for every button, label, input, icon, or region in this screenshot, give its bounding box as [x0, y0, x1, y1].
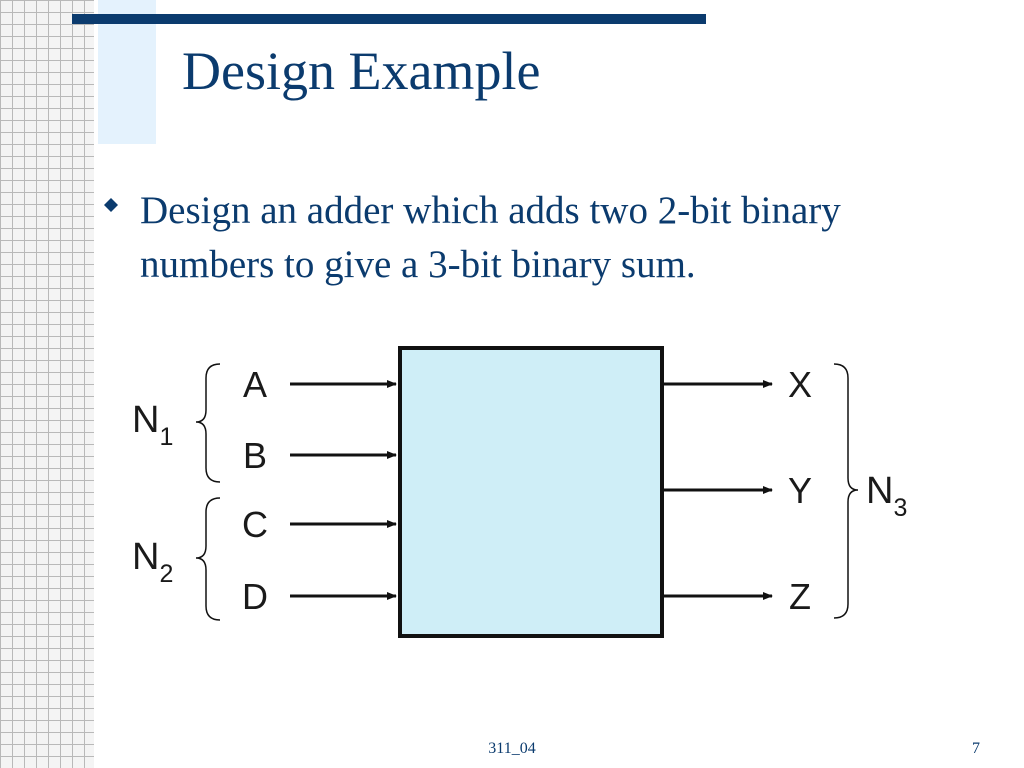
- input-label-b: B: [243, 435, 267, 476]
- output-label-z: Z: [789, 576, 811, 617]
- brace-n1: [195, 363, 221, 483]
- title-accent-bar: [72, 14, 706, 24]
- group-label-n1-sub: 1: [159, 423, 173, 451]
- input-label-c: C: [242, 504, 268, 545]
- footer-page-number: 7: [972, 740, 980, 757]
- adder-box: [398, 346, 664, 638]
- group-label-n1: N1: [132, 399, 173, 451]
- output-label-x: X: [788, 364, 812, 405]
- title-accent-block: [98, 0, 156, 144]
- group-label-n2-sub: 2: [159, 560, 173, 588]
- group-label-n3-main: N: [866, 470, 893, 512]
- footer-course-code: 311_04: [488, 740, 536, 757]
- slide-title: Design Example: [182, 41, 541, 101]
- group-label-n2-main: N: [132, 536, 159, 578]
- group-label-n1-main: N: [132, 399, 159, 441]
- diamond-bullet-icon: [104, 198, 118, 212]
- grid-background-strip: [0, 0, 94, 768]
- bullet-text: Design an adder which adds two 2-bit bin…: [140, 189, 841, 286]
- output-label-y: Y: [788, 470, 812, 511]
- brace-n2: [195, 497, 221, 621]
- group-label-n2: N2: [132, 536, 173, 588]
- brace-n3: [833, 363, 859, 619]
- input-label-a: A: [243, 364, 267, 405]
- group-label-n3: N3: [866, 470, 907, 522]
- input-label-d: D: [242, 576, 268, 617]
- group-label-n3-sub: 3: [893, 494, 907, 522]
